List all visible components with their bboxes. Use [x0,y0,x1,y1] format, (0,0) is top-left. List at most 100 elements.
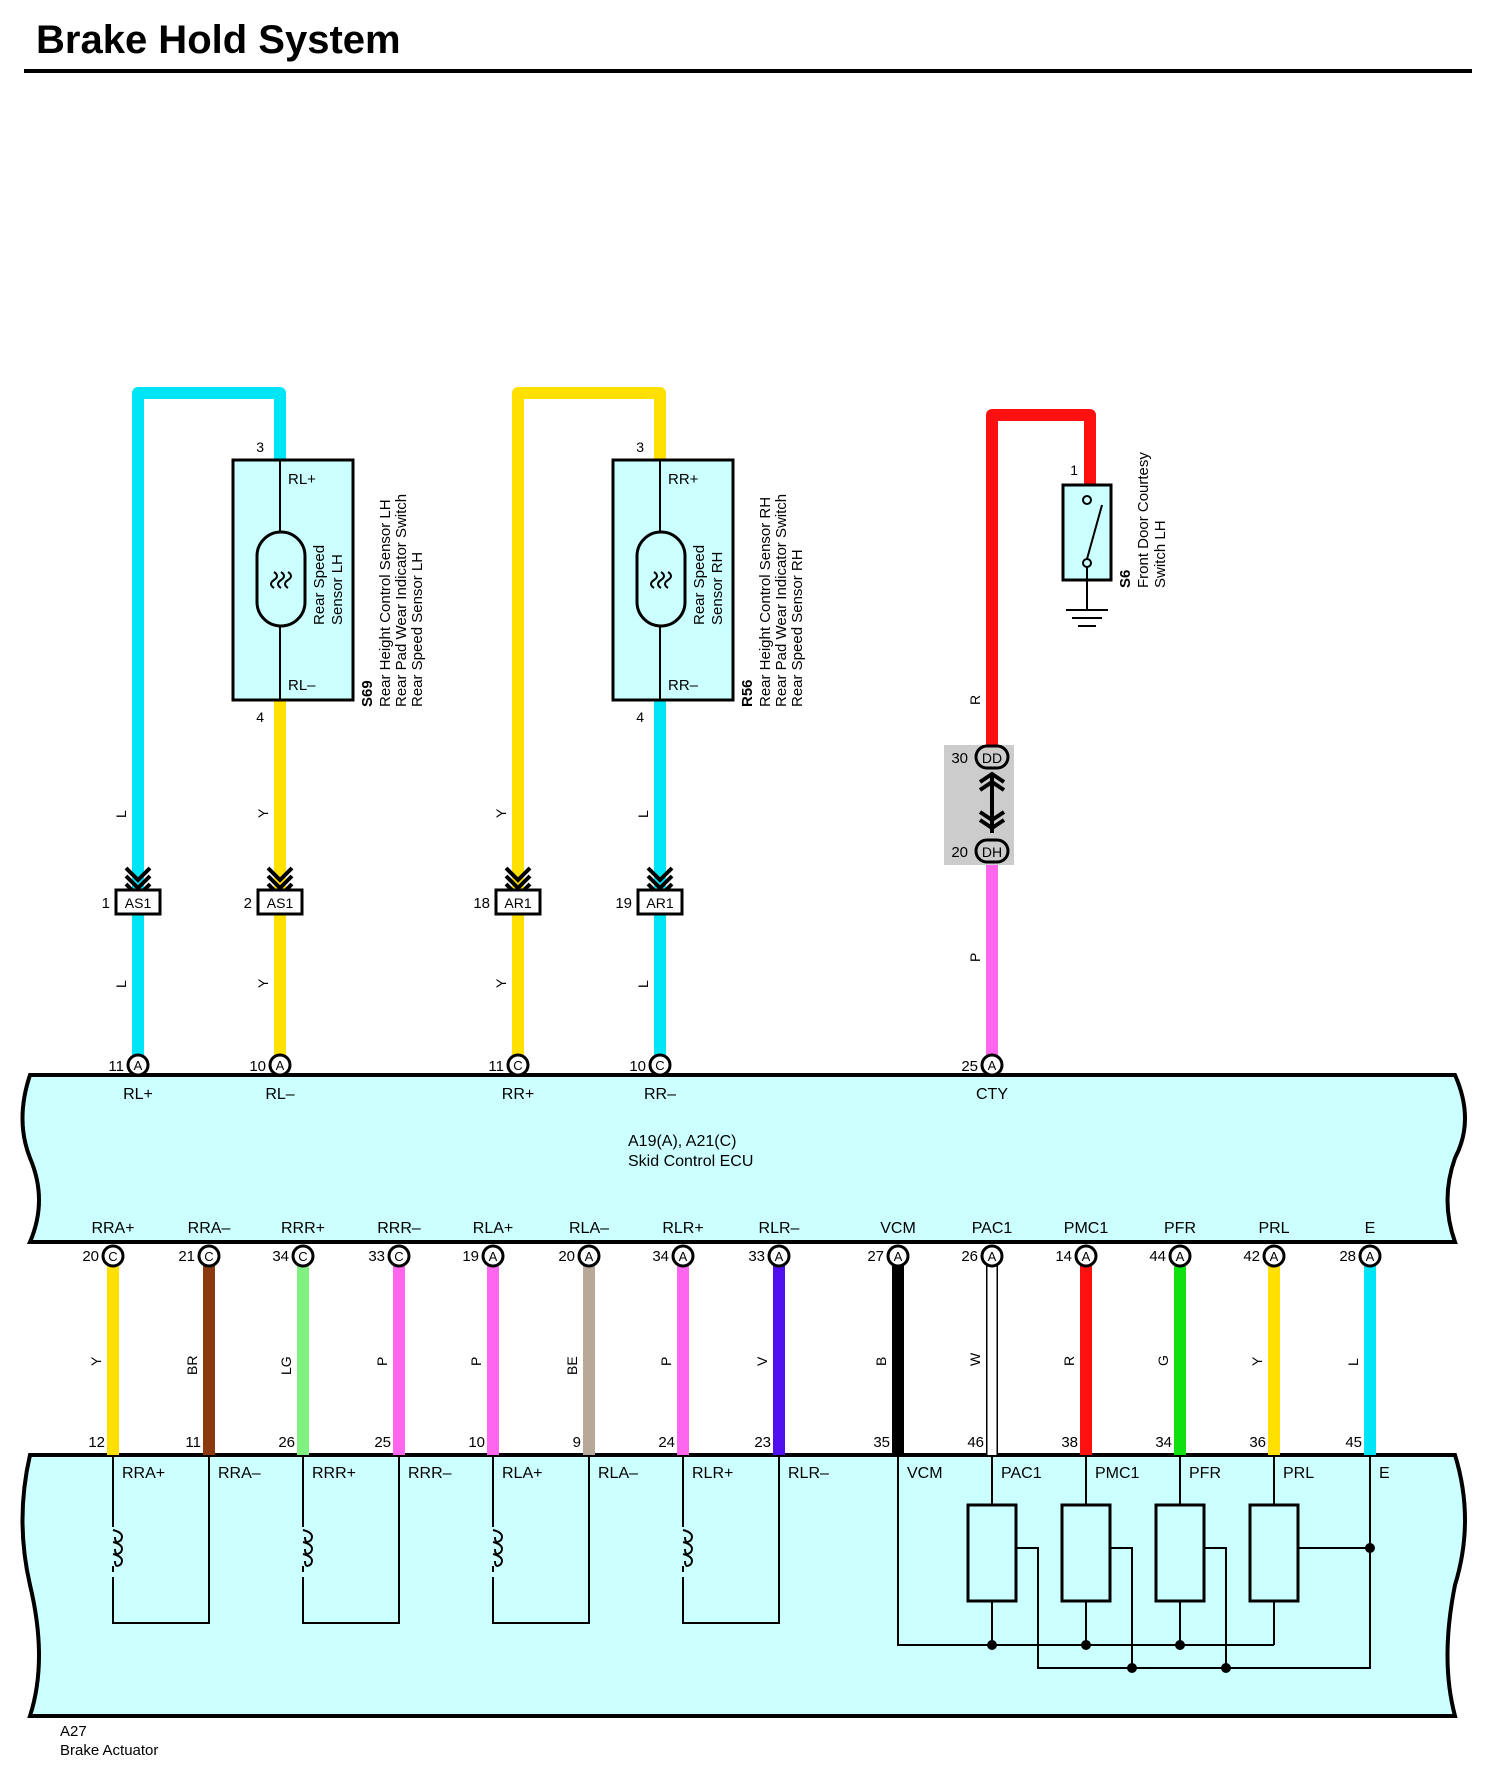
wire-label-rl-plus-upper: L [113,810,129,818]
actuator-pin: 9 [573,1434,581,1451]
s6-label-2: Switch LH [1152,520,1169,588]
actuator-pin: 24 [658,1434,675,1451]
ecu-pin: 33 [368,1248,385,1265]
wire-label-cty-upper: R [967,695,983,705]
wire-color-label: L [1345,1358,1361,1366]
r56-term-top: RR+ [668,471,699,488]
ecu-terminal-name: RLA+ [473,1220,513,1237]
actuator-pin: 35 [873,1434,890,1451]
upper-wire-labels: L L Y Y Y Y L L R P [113,695,983,988]
actuator-internals [112,1455,1371,1669]
wire-rr-plus [512,387,666,1055]
ecu-terminal-name: RRA– [188,1220,231,1237]
wire-color-label: B [873,1357,889,1366]
switch-s6: 1 S6 Front Door Courtesy Switch LH [1061,452,1169,627]
s69-pin-bottom: 4 [256,709,264,725]
ecu-box [20,1073,1467,1244]
r56-label-2: Rear Pad Wear Indicator Switch [773,494,790,707]
wire-label-rr-minus-lower: L [635,980,651,988]
wire-label-rl-minus-lower: Y [255,978,271,988]
s69-term-bottom: RL– [288,677,316,694]
ecu-pin: 26 [961,1248,978,1265]
ecu-pin: 20 [82,1248,99,1265]
sensor-s69: 3 4 RL+ RL– Rear Speed Sensor LH S69 Rea… [231,439,426,725]
actuator-terminal-name: PRL [1283,1465,1314,1482]
ecu-terminal-name: RLR+ [662,1220,703,1237]
terminal-connector-letter: A [988,1249,997,1264]
inline-connector-as1-1: AS1 1 [102,866,162,916]
terminal-connector-letter: C [298,1249,307,1264]
r56-code: R56 [739,679,756,707]
s69-pin-top: 3 [256,439,264,455]
r56-inner-2: Sensor RH [709,552,726,625]
r56-inner-1: Rear Speed [691,545,708,625]
terminal-connector-letter: A [1176,1249,1185,1264]
terminal-connector-letter: A [988,1058,997,1073]
ecu-pin: 28 [1339,1248,1356,1265]
wire-rl-plus [132,387,286,1055]
wire-cty-red [986,409,1096,760]
r56-label-3: Rear Speed Sensor RH [789,549,806,707]
wire-label-rl-plus-lower: L [113,980,129,988]
s69-label-3: Rear Speed Sensor LH [409,552,426,707]
terminal-connector-letter: A [1082,1249,1091,1264]
inline-connector-code: AR1 [646,895,673,911]
ecu-terminal-name: VCM [880,1220,916,1237]
actuator-junction-dots [987,1543,1375,1673]
junction-bottom-pin: 20 [951,844,968,861]
wire-color-label: R [1061,1356,1077,1366]
terminal-connector-letter: A [1270,1249,1279,1264]
ecu-terminal-name: PMC1 [1064,1220,1109,1237]
terminal-pin: 11 [108,1058,124,1075]
junction-bottom-code: DH [982,844,1002,860]
terminal-pin: 10 [249,1058,266,1075]
ecu-terminal-name: PAC1 [972,1220,1013,1237]
terminal-connector-letter: A [894,1249,903,1264]
terminal-connector-letter: C [204,1249,213,1264]
actuator-terminal-name: RRA+ [122,1465,165,1482]
terminal-name: RL– [265,1086,294,1103]
inline-connector-code: AS1 [125,895,152,911]
terminal-pin: 11 [488,1058,504,1075]
actuator-pin: 12 [88,1434,105,1451]
ecu-pin: 34 [272,1248,289,1265]
inline-connector-pin: 1 [102,895,110,912]
s6-code: S6 [1117,570,1134,588]
actuator-terminal-name: PMC1 [1095,1465,1140,1482]
solenoid-coils [111,1527,701,1577]
s69-code: S69 [359,680,376,707]
wire-color-label: BR [184,1356,200,1375]
actuator-terminal-name: RRA– [218,1465,261,1482]
inline-connector-code: AR1 [504,895,531,911]
ecu-pin: 44 [1149,1248,1166,1265]
wire-color-label: P [374,1357,390,1366]
actuator-terminal-name: E [1379,1465,1390,1482]
ecu-terminal-name: RRA+ [91,1220,134,1237]
terminal-connector-letter: A [276,1058,285,1073]
wire-label-rr-plus-lower: Y [493,978,509,988]
ecu-pin: 27 [867,1248,884,1265]
r56-term-bottom: RR– [668,677,699,694]
terminal-name: CTY [976,1086,1008,1103]
title-rule [24,69,1472,73]
inline-connector-code: AS1 [267,895,294,911]
actuator-pin: 11 [185,1434,201,1451]
r56-pin-bottom: 4 [636,709,644,725]
wire-label-rr-plus-upper: Y [493,808,509,818]
